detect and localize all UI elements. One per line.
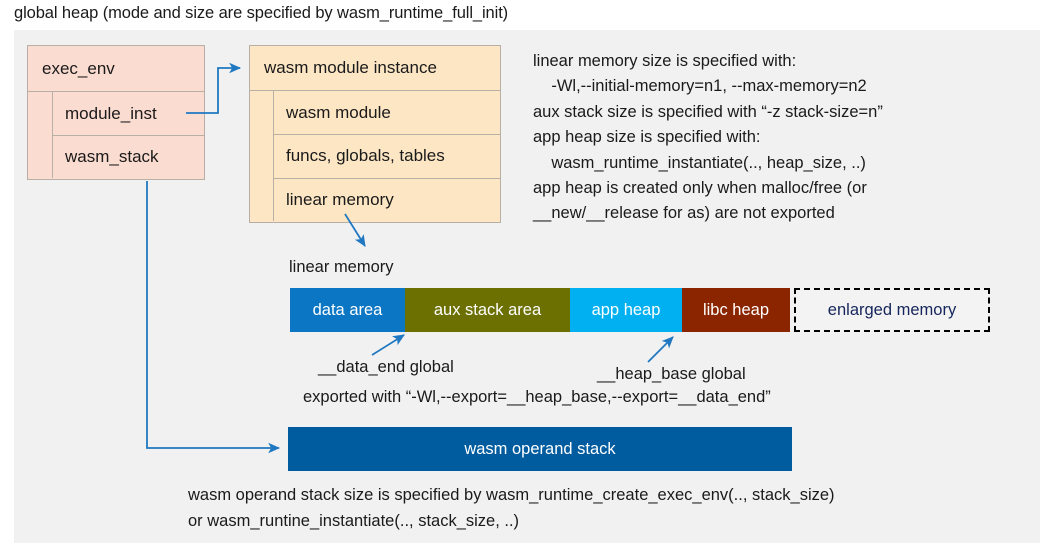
exec-env-row-wasm-stack: wasm_stack	[53, 135, 204, 178]
data-end-global-label: __data_end global	[318, 358, 454, 376]
mem-segment-enlarged-memory: enlarged memory	[794, 288, 990, 332]
module-instance-rows: wasm module funcs, globals, tables linea…	[274, 91, 500, 221]
module-instance-gutter	[250, 91, 274, 221]
memory-config-notes: linear memory size is specified with: -W…	[533, 52, 883, 223]
linear-memory-bar: data area aux stack area app heap libc h…	[290, 288, 990, 332]
exec-env-gutter	[28, 92, 53, 178]
wasm-module-instance-box: wasm module instance wasm module funcs, …	[249, 45, 501, 223]
mem-segment-aux-stack-area: aux stack area	[405, 288, 570, 332]
diagram-title: global heap (mode and size are specified…	[14, 4, 509, 22]
exec-env-row-module-inst: module_inst	[65, 103, 157, 123]
exported-with-label: exported with “-Wl,--export=__heap_base,…	[303, 388, 771, 406]
exec-env-body: module_inst wasm_stack	[28, 92, 204, 178]
module-instance-body: wasm module funcs, globals, tables linea…	[250, 91, 500, 221]
operand-stack-notes: wasm operand stack size is specified by …	[188, 486, 835, 530]
heap-base-global-label: __heap_base global	[597, 365, 746, 383]
module-instance-row-wasm-module: wasm module	[286, 102, 391, 122]
module-instance-row-funcs-globals-tables: funcs, globals, tables	[274, 134, 500, 177]
linear-memory-label: linear memory	[289, 258, 394, 276]
exec-env-header: exec_env	[28, 46, 204, 92]
mem-segment-app-heap: app heap	[570, 288, 682, 332]
mem-segment-data-area: data area	[290, 288, 405, 332]
exec-env-box: exec_env module_inst wasm_stack	[27, 45, 205, 180]
mem-segment-libc-heap: libc heap	[682, 288, 790, 332]
wasm-operand-stack-box: wasm operand stack	[288, 427, 792, 471]
exec-env-rows: module_inst wasm_stack	[53, 92, 204, 178]
module-instance-row-linear-memory: linear memory	[274, 177, 500, 221]
module-instance-header: wasm module instance	[250, 46, 500, 91]
